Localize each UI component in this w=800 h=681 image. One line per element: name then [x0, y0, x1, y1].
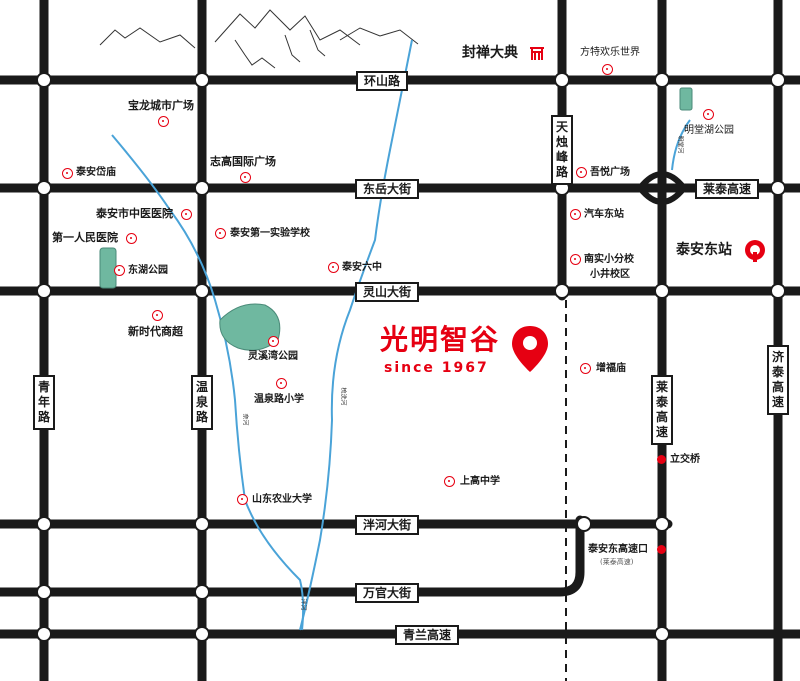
poi-zhongyi: 泰安市中医医院 [96, 207, 173, 220]
rivers [111, 39, 691, 631]
brand-since: since 1967 [384, 360, 489, 376]
poi-shanggao: 上高中学 [460, 476, 500, 487]
poi-renmin: 第一人民医院 [52, 231, 118, 244]
poi-wuyue: 吾悦广场 [590, 167, 630, 178]
poi-zhigao: 志高国际广场 [210, 155, 276, 168]
poi-pin-xinshidai [152, 310, 163, 321]
poi-dot-lijiaoqiao [657, 455, 666, 464]
poi-lingxiwan: 灵溪湾公园 [248, 351, 298, 362]
mountain-illustration [99, 9, 419, 69]
poi-pin-renmin [126, 233, 137, 244]
railway-station-icon [745, 240, 765, 262]
poi-pin-shiyan [215, 228, 226, 239]
poi-nanshi1: 南实小分校 [584, 254, 634, 265]
poi-pin-lingxiwan [268, 336, 279, 347]
poi-pin-baolong [158, 116, 169, 127]
highlight-eaststation: 泰安东站 [676, 242, 732, 258]
poi-nongye: 山东农业大学 [252, 494, 312, 505]
poi-pin-nanshi [570, 254, 581, 265]
poi-pin-donghu [114, 265, 125, 276]
road-wenquan: 温泉路 [191, 375, 213, 430]
poi-pin-shanggao [444, 476, 455, 487]
poi-pin-taianliuzhong [328, 262, 339, 273]
poi-pin-zhigao [240, 172, 251, 183]
poi-shiyan: 泰安第一实验学校 [230, 228, 310, 239]
poi-pin-fangte [602, 64, 613, 75]
poi-wenquanlu: 温泉路小学 [254, 394, 304, 405]
road-qinglan: 青兰高速 [395, 625, 460, 645]
poi-fangte: 方特欢乐世界 [580, 47, 640, 58]
poi-nanshi2: 小井校区 [590, 269, 630, 280]
poi-taianliuzhong: 泰安六中 [342, 262, 382, 273]
poi-mingtang: 明堂湖公园 [684, 125, 734, 136]
poi-lijiaoqiao: 立交桥 [670, 454, 700, 465]
road-huanshan: 环山路 [356, 71, 409, 91]
poi-pin-nongye [237, 494, 248, 505]
poi-pin-zhongyi [181, 209, 192, 220]
location-pin-icon [512, 326, 548, 372]
poi-baolong: 宝龙城市广场 [128, 99, 194, 112]
poi-xinshidai: 新时代商超 [128, 325, 183, 338]
poi-dot-gaosukou [657, 545, 666, 554]
gate-icon [530, 47, 544, 60]
brand-name: 光明智谷 [380, 323, 501, 356]
poi-pin-zengfu [580, 363, 591, 374]
poi-donghu: 东湖公园 [128, 265, 168, 276]
road-tianzhufeng: 天烛峰路 [551, 115, 573, 185]
road-wanguan: 万官大街 [355, 583, 420, 603]
poi-pin-wuyue [576, 167, 587, 178]
road-qingnian: 青年路 [33, 375, 55, 430]
poi-pin-wenquanlu [276, 378, 287, 389]
poi-zengfu: 增福庙 [596, 363, 626, 374]
road-laitai-v: 莱泰高速 [651, 375, 673, 445]
poi-pin-mingtang [703, 109, 714, 120]
road-lingshan: 灵山大街 [355, 282, 420, 302]
road-dongyue: 东岳大街 [355, 179, 420, 199]
poi-qichezhan: 汽车东站 [584, 209, 624, 220]
road-jitai: 济泰高速 [767, 345, 789, 415]
road-panhe: 泮河大街 [355, 515, 420, 535]
river-label-4: 泮河 [299, 598, 307, 611]
river-label-1: 奈河 [241, 413, 249, 426]
river-label-2: 梳洗河 [339, 387, 347, 406]
river-label-3: 明堂河 [676, 135, 684, 154]
highlight-fengshan: 封禅大典 [462, 45, 518, 61]
road-laitai-h: 莱泰高速 [695, 179, 760, 199]
poi-gaosukou: 泰安东高速口 [588, 544, 648, 555]
poi-gaosukou-sub: (莱泰高速) [600, 558, 634, 566]
poi-daimiao: 泰安岱庙 [76, 167, 116, 178]
poi-pin-qichezhan [570, 209, 581, 220]
poi-pin-daimiao [62, 168, 73, 179]
parks [99, 87, 693, 351]
